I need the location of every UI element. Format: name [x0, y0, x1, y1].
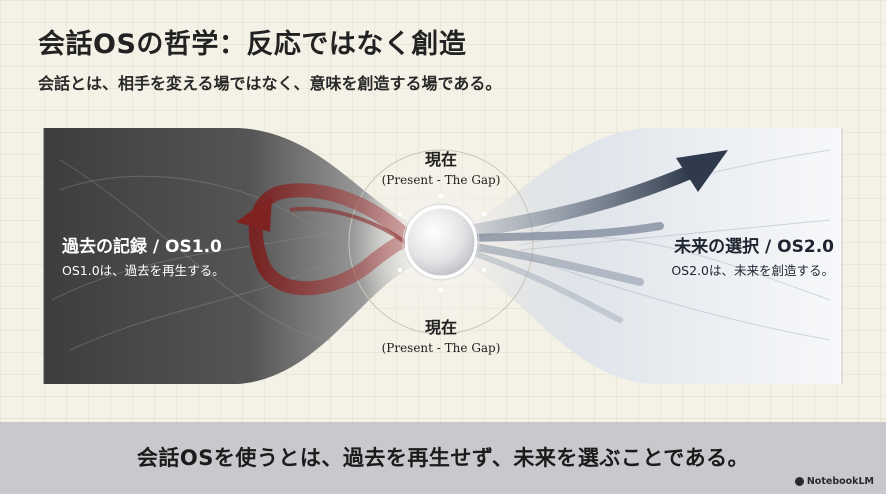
- present-bottom-title: 現在: [424, 318, 457, 337]
- past-loop-arrow: [236, 183, 417, 296]
- future-arrow-bundle: [463, 150, 728, 323]
- future-title: 未来の選択 / OS2.0: [674, 237, 834, 257]
- page-subtitle: 会話とは、相手を変える場ではなく、意味を創造する場である。: [38, 74, 502, 93]
- sparkles: [398, 193, 486, 293]
- footer-statement: 会話OSを使うとは、過去を再生せず、未来を選ぶことである。: [136, 446, 750, 470]
- present-top-label: 現在 (Present - The Gap): [341, 146, 541, 187]
- present-top-subtitle: (Present - The Gap): [381, 173, 501, 187]
- page-title: 会話OSの哲学：反応ではなく創造: [38, 29, 467, 60]
- brand-label: NotebookLM: [806, 476, 874, 487]
- present-top-title: 現在: [424, 150, 457, 169]
- past-swirl-lines: [51, 159, 351, 351]
- future-panel: [462, 128, 842, 384]
- center-ring: [348, 149, 534, 335]
- past-description: OS1.0は、過去を再生する。: [62, 263, 225, 278]
- past-title: 過去の記録 / OS1.0: [62, 237, 222, 257]
- present-orb-ring: [402, 203, 480, 281]
- present-orb: [404, 205, 478, 279]
- present-bottom-subtitle: (Present - The Gap): [381, 341, 501, 355]
- footer-band: 会話OSを使うとは、過去を再生せず、未来を選ぶことである。 NotebookLM: [0, 422, 886, 494]
- brand-mark: NotebookLM: [794, 476, 874, 487]
- notebooklm-icon: [794, 477, 804, 486]
- future-description: OS2.0は、未来を創造する。: [671, 263, 834, 278]
- present-bottom-label: 現在 (Present - The Gap): [341, 314, 541, 355]
